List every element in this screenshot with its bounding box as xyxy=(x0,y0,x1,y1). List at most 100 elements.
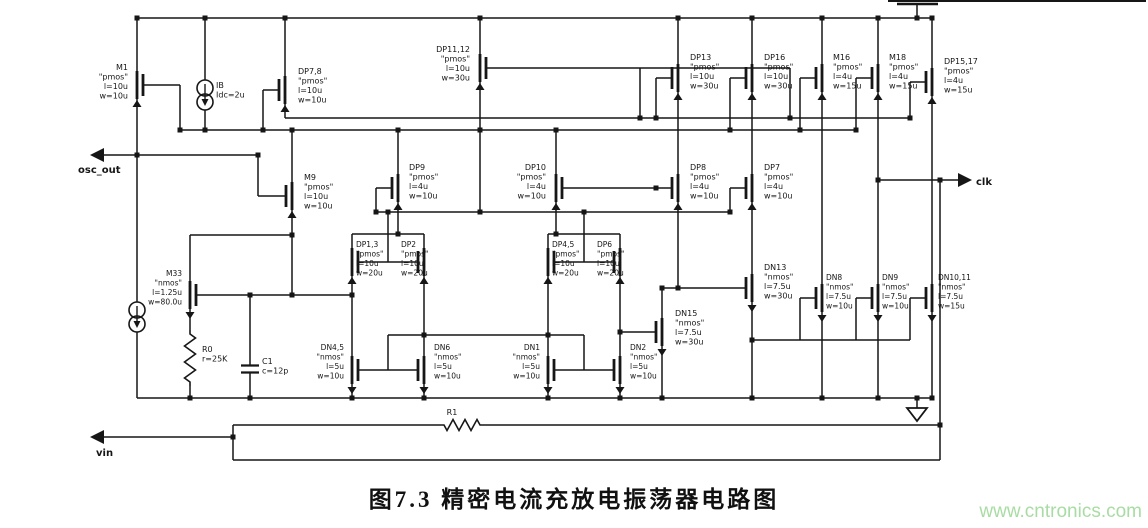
junction-dot xyxy=(349,292,355,298)
mos-arrow xyxy=(419,387,429,394)
mos-arrow xyxy=(747,305,757,312)
junction-dot xyxy=(289,232,295,238)
junction-dot xyxy=(937,177,943,183)
mos-arrow xyxy=(419,277,429,284)
mos-arrow xyxy=(347,277,357,284)
junction-dot xyxy=(659,395,665,401)
junction-dot xyxy=(202,15,208,21)
resistor-label: R1 xyxy=(447,408,458,417)
mos-arrow xyxy=(747,93,757,100)
junction-dot xyxy=(929,395,935,401)
mos-arrow xyxy=(927,315,937,322)
junction-dot xyxy=(477,209,483,215)
watermark: www.cntronics.com xyxy=(979,501,1142,522)
junction-dot xyxy=(247,292,253,298)
junction-dot xyxy=(134,15,140,21)
mos-arrow xyxy=(551,203,561,210)
mos-arrow xyxy=(873,315,883,322)
junction-dot xyxy=(727,209,733,215)
junction-dot xyxy=(617,329,623,335)
mos-arrow xyxy=(185,312,195,319)
current-source-I1 xyxy=(128,301,146,333)
port-arrow-icon xyxy=(90,148,104,162)
port-vin: vin xyxy=(90,430,113,459)
mos-arrow xyxy=(927,97,937,104)
resistor-zigzag xyxy=(440,417,484,433)
port-clk: clk xyxy=(958,173,992,188)
junction-dot xyxy=(875,177,881,183)
junction-dot xyxy=(907,115,913,121)
junction-dot xyxy=(282,15,288,21)
junction-dot xyxy=(819,15,825,21)
junction-dot xyxy=(373,209,379,215)
junction-dot xyxy=(395,127,401,133)
junction-dot xyxy=(553,231,559,237)
junction-dot xyxy=(134,152,140,158)
junction-dot xyxy=(247,395,253,401)
junction-dot xyxy=(749,395,755,401)
mos-arrow xyxy=(280,105,290,112)
junction-dot xyxy=(477,127,483,133)
junction-dot xyxy=(875,395,881,401)
mos-arrow xyxy=(132,100,142,107)
mos-arrow xyxy=(873,93,883,100)
resistor-R1: R1 xyxy=(440,408,484,433)
junction-dot xyxy=(853,127,859,133)
mos-arrow xyxy=(393,203,403,210)
junction-dot xyxy=(675,15,681,21)
junction-dot xyxy=(797,127,803,133)
junction-dot xyxy=(727,127,733,133)
ground-icon xyxy=(905,407,929,423)
mos-arrow xyxy=(817,315,827,322)
mos-arrow xyxy=(673,203,683,210)
mos-arrow xyxy=(657,349,667,356)
junction-dot xyxy=(749,337,755,343)
junction-dot xyxy=(177,127,183,133)
junction-dot xyxy=(289,127,295,133)
junction-dot xyxy=(749,15,755,21)
junction-dot xyxy=(929,15,935,21)
figure-caption: 图7.3 精密电流充放电振荡器电路图 xyxy=(368,487,780,512)
junction-dot xyxy=(421,332,427,338)
junction-dot xyxy=(914,395,920,401)
junction-dot xyxy=(637,115,643,121)
junction-dot xyxy=(787,115,793,121)
mos-arrow xyxy=(747,203,757,210)
